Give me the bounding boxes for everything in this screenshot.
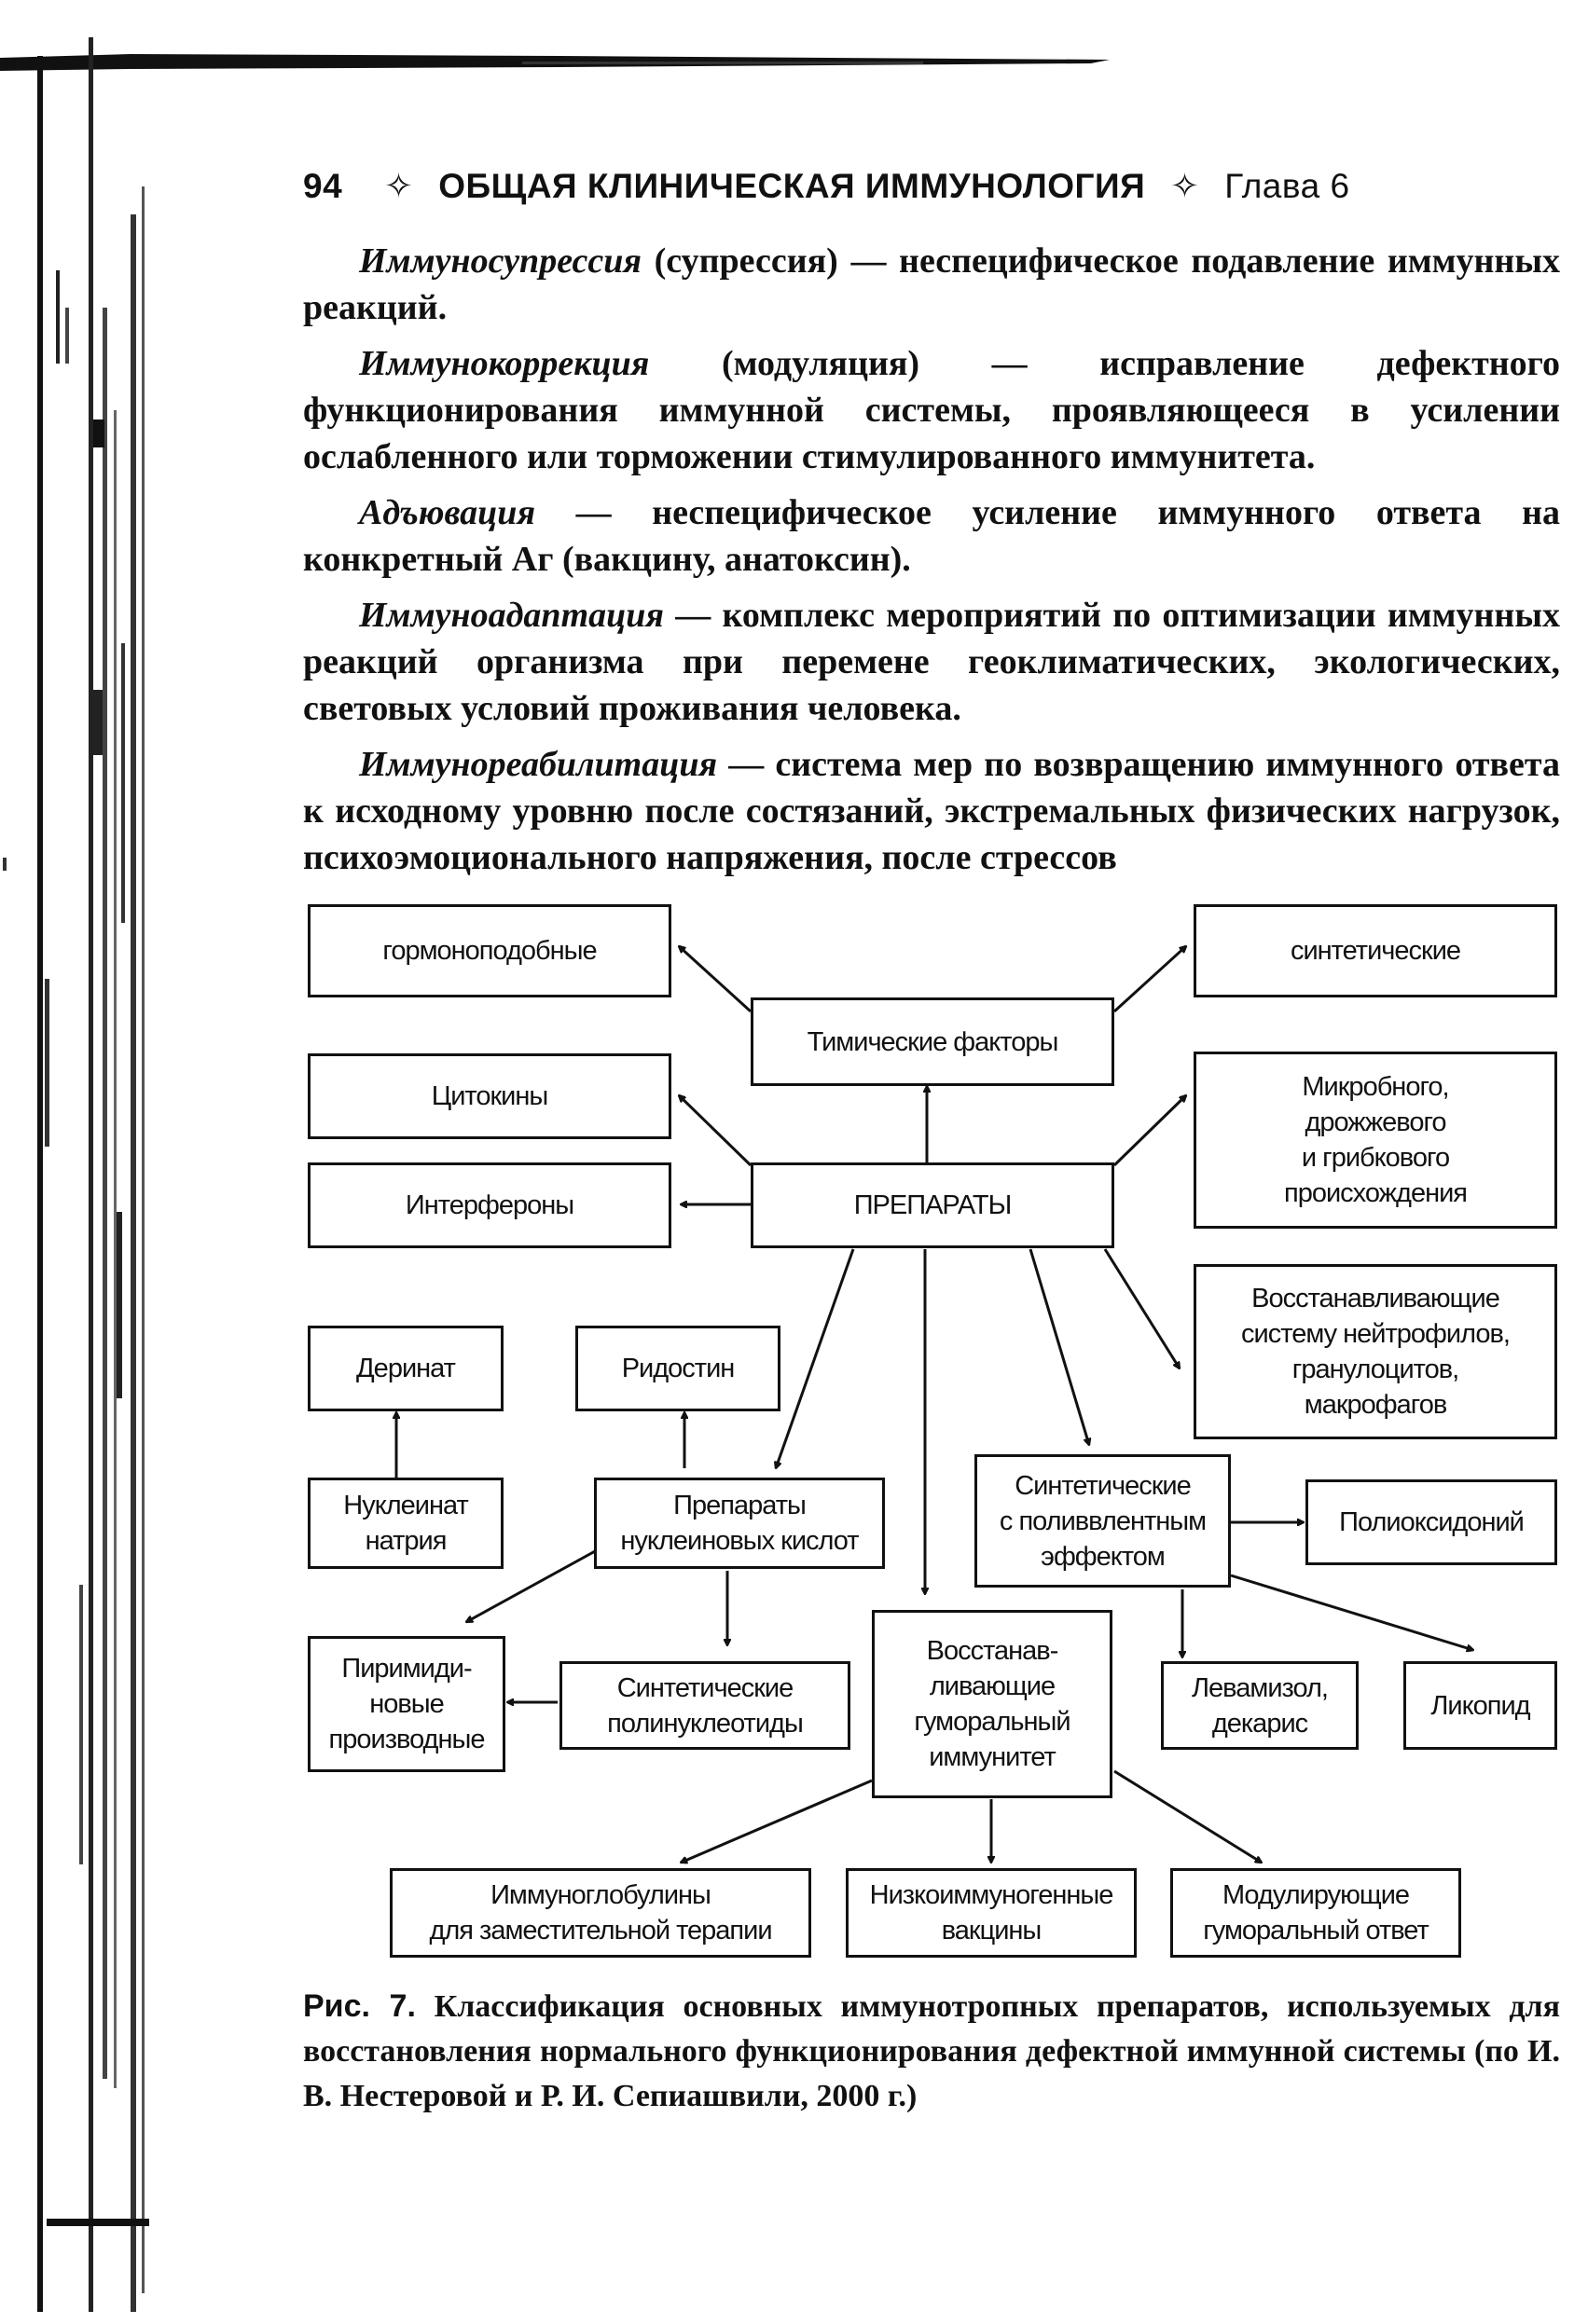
chapter-label: Глава 6 <box>1224 167 1350 205</box>
term: Иммуносупрессия <box>359 241 642 281</box>
node-sint-polivalentnym: Синтетические с поливвлентным эффектом <box>974 1454 1231 1588</box>
arrow <box>776 1248 855 1468</box>
node-preparaty-nukleinovyh: Препараты нуклеиновых кислот <box>594 1478 885 1569</box>
definition: (супрессия) — неспецифическое подавление… <box>303 241 1560 327</box>
figure-caption: Рис. 7. Классификация основных иммунотро… <box>303 1984 1560 2119</box>
node-vosst-gumoralnyi: Восстанав- ливающие гуморальный иммуните… <box>872 1610 1112 1798</box>
term: Иммунокоррекция <box>359 344 650 383</box>
node-timicheskie-faktory: Тимические факторы <box>751 997 1114 1086</box>
node-moduliruyushie: Модулирующие гуморальный ответ <box>1170 1868 1461 1958</box>
node-sinteticheskie: синтетические <box>1194 904 1557 997</box>
node-likopid: Ликопид <box>1403 1661 1557 1750</box>
node-nizkoimmunogennye: Низкоиммуногенные вакцины <box>846 1868 1137 1958</box>
book-title: ОБЩАЯ КЛИНИЧЕСКАЯ ИММУНОЛОГИЯ <box>438 167 1146 205</box>
arrow <box>679 946 753 1013</box>
running-head: 94 ✧ ОБЩАЯ КЛИНИЧЕСКАЯ ИММУНОЛОГИЯ ✧ Гла… <box>303 166 1350 206</box>
paragraph: Иммунокоррекция (модуляция) — исправлени… <box>303 340 1560 480</box>
node-sint-polinukleotidy: Синтетические полинуклеотиды <box>559 1661 850 1750</box>
definition: — комплекс мероприятий по оптимизации им… <box>303 596 1560 728</box>
page-number: 94 <box>303 167 343 205</box>
paragraph: Иммуноадаптация — комплекс мероприятий п… <box>303 592 1560 732</box>
scan-top-rule <box>0 54 1110 71</box>
arrow <box>466 1548 598 1624</box>
node-pirimidin: Пиримиди- новые производные <box>308 1636 505 1772</box>
definition: (модуляция) — исправление дефектного фун… <box>303 344 1560 476</box>
node-gormonopodobnye: гормоноподобные <box>308 904 671 997</box>
arrow <box>681 1779 873 1863</box>
figure-label: Рис. 7. <box>303 1988 416 2024</box>
definition: — система мер по возвращению иммунного о… <box>303 745 1560 877</box>
node-ridostin: Ридостин <box>575 1326 780 1411</box>
scan-left-edge <box>3 37 149 2312</box>
separator-icon: ✧ <box>383 167 414 205</box>
paragraph: Иммуносупрессия (супрессия) — неспецифич… <box>303 238 1560 331</box>
node-interferony: Интерфероны <box>308 1162 671 1248</box>
node-citokiny: Цитокины <box>308 1053 671 1139</box>
node-preparaty: ПРЕПАРАТЫ <box>751 1162 1114 1248</box>
arrow <box>1029 1248 1089 1445</box>
paragraph: Иммунореабилитация — система мер по возв… <box>303 741 1560 881</box>
arrow <box>1112 1095 1186 1167</box>
term: Иммунореабилитация <box>359 745 718 784</box>
node-immunoglobuliny: Иммуноглобулины для заместительной терап… <box>390 1868 811 1958</box>
node-nukleinat-natriya: Нуклеинат натрия <box>308 1478 504 1569</box>
node-mikrobnogo: Микробного, дрожжевого и грибкового прои… <box>1194 1052 1557 1229</box>
arrow <box>1112 946 1186 1013</box>
node-levamizol: Левамизол, декарис <box>1161 1661 1359 1750</box>
term: Иммуноадаптация <box>359 596 664 635</box>
node-vosstanavl-neitrofilov: Восстанавливающие систему нейтрофилов, г… <box>1194 1264 1557 1439</box>
paragraph: Адъювация — неспецифическое усиление имм… <box>303 489 1560 583</box>
body-text: Иммуносупрессия (супрессия) — неспецифич… <box>303 238 1560 890</box>
definition: — неспецифическое усиление иммунного отв… <box>303 493 1560 579</box>
arrow <box>1103 1248 1180 1368</box>
arrow <box>679 1095 753 1167</box>
separator-icon: ✧ <box>1169 167 1200 205</box>
arrow <box>1113 1769 1262 1863</box>
arrow <box>1230 1574 1473 1650</box>
caption-text: Классификация основных иммунотропных пре… <box>303 1989 1560 2113</box>
node-derinat: Деринат <box>308 1326 504 1411</box>
term: Адъювация <box>359 493 536 532</box>
node-polioksidonii: Полиоксидоний <box>1305 1479 1557 1565</box>
